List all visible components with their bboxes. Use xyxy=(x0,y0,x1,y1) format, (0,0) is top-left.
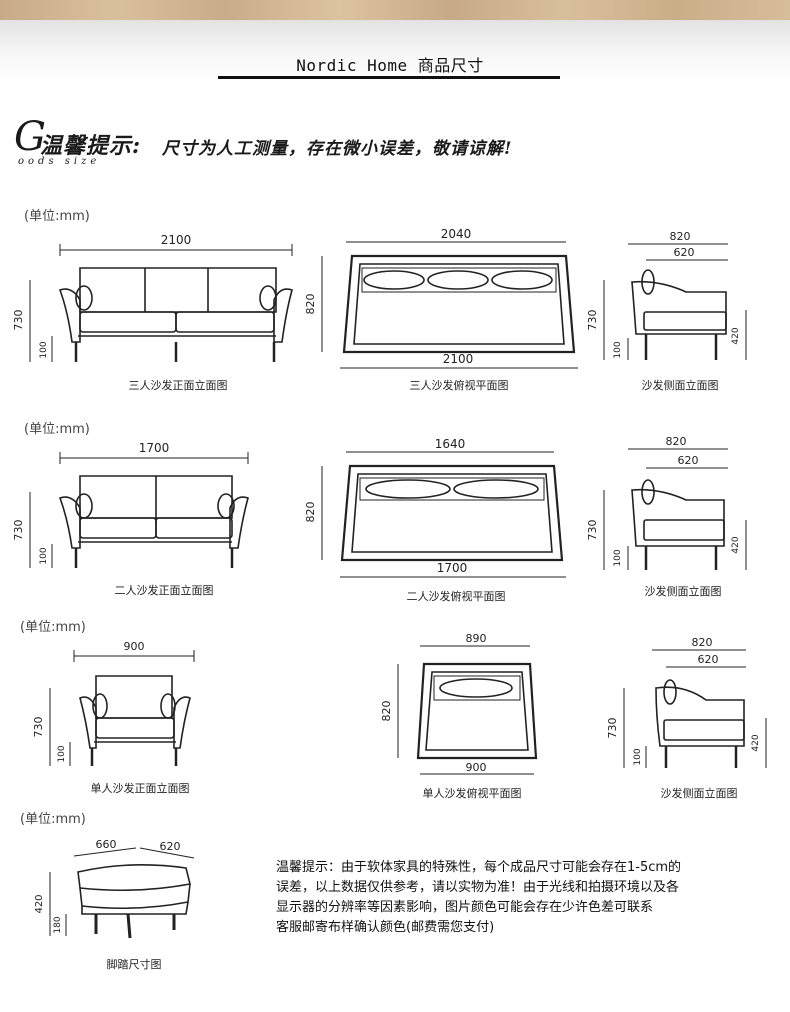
side3-seat-height: 420 xyxy=(751,734,761,751)
title-underline xyxy=(218,76,560,79)
notice-line: 客服邮寄布样确认颜色(邮费需您支付) xyxy=(276,920,495,935)
ottoman-view: 660 620 420 180 xyxy=(34,838,195,939)
ottoman-height: 420 xyxy=(34,894,45,913)
single-depth: 820 xyxy=(380,701,393,722)
three-seat-leg-height: 100 xyxy=(39,341,49,358)
side3-seat-depth: 620 xyxy=(698,653,719,666)
unit-label-row2: (单位:mm) xyxy=(24,422,90,437)
notice-text: 温馨提示：由于软体家具的特殊性，每个成品尺寸可能会存在1-5cm的 误差，以上数… xyxy=(276,858,786,938)
three-seat-top-width: 2040 xyxy=(441,227,472,241)
two-seat-height: 730 xyxy=(12,520,25,541)
single-bottom-width: 900 xyxy=(466,761,487,774)
unit-label-row3: (单位:mm) xyxy=(20,620,86,635)
notice-line: 误差，以上数据仅供参考，请以实物为准！由于光线和拍摄环境以及各 xyxy=(276,880,680,895)
two-seat-bottom-width: 1700 xyxy=(437,561,468,575)
side-view-row3: 820 620 730 100 420 xyxy=(606,636,767,768)
single-seat-top-view: 890 820 900 xyxy=(380,632,538,775)
header-background xyxy=(0,20,790,80)
side3-height: 730 xyxy=(606,718,619,739)
side1-seat-depth: 620 xyxy=(674,246,695,259)
caption-two-seat-front: 二人沙发正面立面图 xyxy=(114,584,214,597)
three-seat-depth: 820 xyxy=(304,294,317,315)
two-seat-top-width: 1640 xyxy=(435,437,466,451)
side2-seat-height: 420 xyxy=(731,536,741,553)
two-seat-width: 1700 xyxy=(139,441,170,455)
three-seat-bottom-width: 2100 xyxy=(443,352,474,366)
banner-g-letter: G xyxy=(14,114,46,160)
single-height: 730 xyxy=(32,717,45,738)
banner-sub-text: 尺寸为人工测量，存在微小误差，敬请谅解! xyxy=(162,139,513,159)
tip-banner: G 温馨提示: 尺寸为人工测量，存在微小误差，敬请谅解! oods size xyxy=(14,114,574,170)
side2-leg-height: 100 xyxy=(613,549,623,566)
banner-goods-size: oods size xyxy=(18,156,101,167)
side-view-row1: 820 620 730 100 420 xyxy=(586,230,747,360)
single-leg-height: 100 xyxy=(57,745,67,762)
ottoman-length: 660 xyxy=(96,838,117,851)
ottoman-width: 620 xyxy=(160,840,181,853)
caption-ottoman: 脚踏尺寸图 xyxy=(106,958,162,971)
side2-height: 730 xyxy=(586,520,599,541)
two-seat-leg-height: 100 xyxy=(39,547,49,564)
unit-label-row4: (单位:mm) xyxy=(20,812,86,827)
three-seat-width: 2100 xyxy=(161,233,192,247)
side2-seat-depth: 620 xyxy=(678,454,699,467)
ottoman-leg-height: 180 xyxy=(53,916,63,933)
two-seat-front-view: 1700 730 100 xyxy=(12,441,249,568)
notice-line: 显示器的分辨率等因素影响，图片颜色可能会存在少许色差可联系 xyxy=(276,900,654,915)
two-seat-top-view: 1640 820 1700 xyxy=(304,437,566,578)
side3-leg-height: 100 xyxy=(633,748,643,765)
caption-side-row1: 沙发侧面立面图 xyxy=(641,379,719,392)
three-seat-height: 730 xyxy=(12,310,25,331)
three-seat-front-view: 2100 730 100 xyxy=(12,233,293,362)
caption-single-front: 单人沙发正面立面图 xyxy=(90,782,190,795)
two-seat-depth: 820 xyxy=(304,502,317,523)
three-seat-top-view: 2040 820 2100 xyxy=(304,227,578,369)
unit-label-row1: (单位:mm) xyxy=(24,209,90,224)
side1-depth: 820 xyxy=(670,230,691,243)
side1-seat-height: 420 xyxy=(731,327,741,344)
side2-depth: 820 xyxy=(666,435,687,448)
side1-height: 730 xyxy=(586,310,599,331)
side3-depth: 820 xyxy=(692,636,713,649)
wood-texture-strip xyxy=(0,0,790,20)
side1-leg-height: 100 xyxy=(613,341,623,358)
single-top-width: 890 xyxy=(466,632,487,645)
page-title: Nordic Home 商品尺寸 xyxy=(296,56,484,75)
single-seat-front-view: 900 730 100 xyxy=(32,640,195,766)
caption-side-row3: 沙发侧面立面图 xyxy=(660,787,738,800)
banner-main-text: 温馨提示: xyxy=(40,133,142,159)
caption-single-top: 单人沙发俯视平面图 xyxy=(422,787,522,800)
caption-three-seat-top: 三人沙发俯视平面图 xyxy=(409,379,509,392)
notice-line: 温馨提示：由于软体家具的特殊性，每个成品尺寸可能会存在1-5cm的 xyxy=(276,860,682,875)
caption-side-row2: 沙发侧面立面图 xyxy=(644,585,722,598)
single-width: 900 xyxy=(124,640,145,653)
side-view-row2: 820 620 730 100 420 xyxy=(586,435,747,570)
caption-three-seat-front: 三人沙发正面立面图 xyxy=(128,379,228,392)
caption-two-seat-top: 二人沙发俯视平面图 xyxy=(406,590,506,603)
